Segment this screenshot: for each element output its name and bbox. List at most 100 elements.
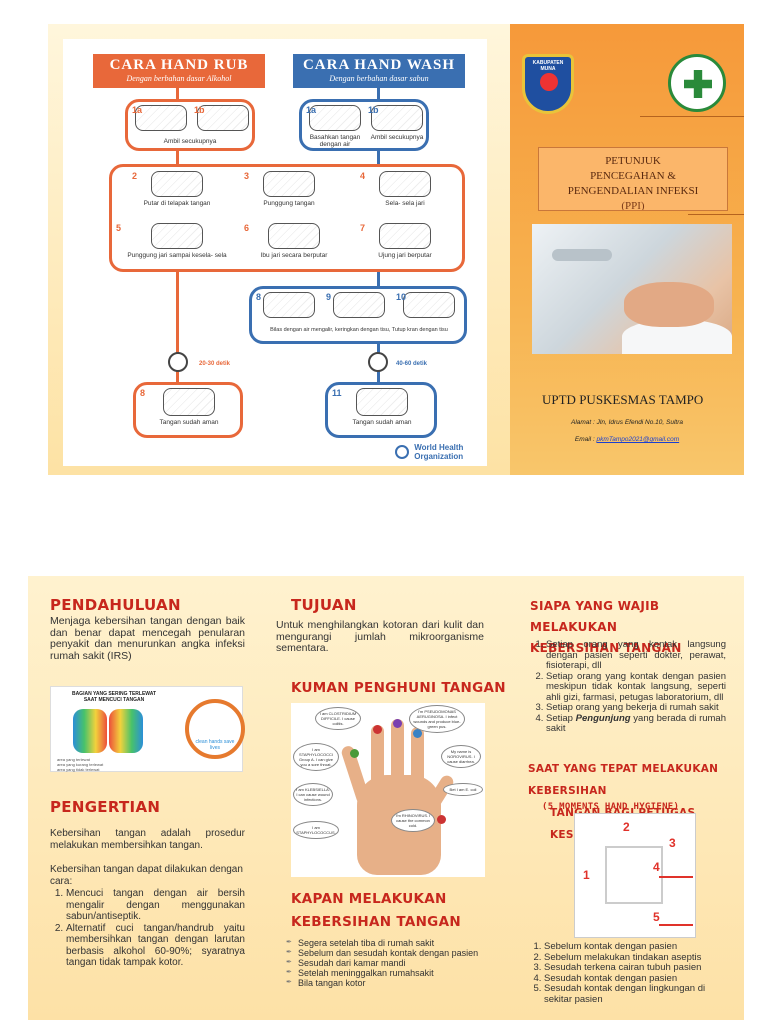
legend-item: area yang tidak terlewat [57,767,100,772]
badge-text: clean hands save lives [195,739,235,751]
hands [624,282,714,327]
hand-back-icon [73,709,107,753]
handwashing-photo [532,224,732,354]
rub-step-1-label: Ambil secukupnya [163,138,217,145]
title-line-4: (PPI) [621,200,645,211]
puskesmas-logo [668,54,726,112]
rub-step-1b: 1b [194,105,252,134]
germ-label: I am KLEBSIELLA. I can cause wound infec… [293,783,333,806]
step-number: 8 [140,388,146,398]
hand-illustration [268,223,320,249]
hand-illustration [151,223,203,249]
germ-label: I'm PSEUDOMONAS AERUGINOSA. I infect wou… [409,705,465,733]
saat-list: Sebelum kontak dengan pasien Sebelum mel… [528,941,728,1005]
moment-number: 2 [623,820,630,834]
tujuan-title: TUJUAN [291,596,357,614]
saat-title-line-1: SAAT YANG TEPAT MELAKUKAN KEBERSIHAN [528,763,719,797]
who-line-2: Organization [414,452,464,461]
list-item: Sesudah dari kamar mandi [286,958,496,968]
germ-label: I am STAPHYLOCOCCI Group A. I can give y… [293,743,339,771]
divider [688,214,744,215]
step-number: 1b [368,105,379,115]
list-item: Setiap orang yang bekerja di rumah sakit [546,702,726,714]
hand-illustration [151,171,203,197]
kabupaten-logo-text: KABUPATEN MUNA [532,60,564,72]
image-legend: area yang terlewat area yang kurang terl… [57,757,103,772]
who-line-1: World Health [414,443,464,452]
globe-icon [395,445,409,459]
step-number: 3 [244,171,250,181]
hand-wash-title: CARA HAND WASH [302,57,456,73]
hand-rub-title: CARA HAND RUB [109,57,249,73]
pengertian-p2: Kebersihan tangan dapat dilakukan dengan… [50,864,243,887]
rinse-caption: Bilas dengan air mengalir, keringkan den… [270,327,448,333]
step-number: 1a [306,105,317,115]
moment-label [659,876,693,878]
wash-step-1-box: 1a Basahkan tangan dengan air 1b Ambil s… [299,99,429,151]
list-item: Setiap orang yang kontak dengan pasien m… [546,671,726,704]
step-9-rinse: 9 [326,292,392,321]
list-item: Setiap orang yang kontak langsung dengan… [546,639,726,672]
pendahuluan-text: Menjaga kebersihan tangan dengan baik da… [50,615,245,662]
rinse-steps-box: 8 9 10 Bilas dengan air mengalir, kering… [249,286,467,344]
email-link[interactable]: pkmTampo2021@gmail.com [596,436,680,443]
step-number: 5 [116,223,122,233]
who-logo: World Health Organization [395,443,463,461]
email-label: Email : [574,436,595,443]
faucet [552,249,612,261]
step-10-rinse: 10 [396,292,462,321]
list-item: Setelah meninggalkan rumahsakit [286,968,496,978]
kuman-title: KUMAN PENGHUNI TANGAN [291,680,506,696]
wash-final-step: 11 Tangan sudah aman [332,388,432,426]
germ-label: Bet I am E. coli [443,783,483,796]
step-label: Basahkan tangan dengan air [309,134,361,148]
moment-number: 1 [583,868,590,882]
hand-illustration [163,388,215,416]
pengertian-list: Mencuci tangan dengan air bersih mengali… [50,888,245,969]
clean-hands-badge: clean hands save lives [185,699,245,759]
step-label: Tangan sudah aman [352,419,412,426]
list-item: Sesudah kontak dengan lingkungan di seki… [544,983,728,1005]
germ-icon [350,749,359,758]
siapa-title-line-1: SIAPA YANG WAJIB MELAKUKAN [530,599,660,634]
step-number: 1a [132,105,143,115]
kapan-title: KAPAN MELAKUKAN KEBERSIHAN TANGAN [291,888,461,934]
step-number: 4 [360,171,366,181]
moment-label [659,924,693,926]
title-line-2: PENCEGAHAN & [590,170,676,182]
step-number: 2 [132,171,138,181]
hand-illustration [263,171,315,197]
rub-final-box: 8 Tangan sudah aman [133,382,243,438]
health-cross-icon [684,70,712,98]
rub-step-1a: 1a [132,105,190,134]
legend-item: area yang terlewat [57,757,90,762]
brochure-inside: PENDAHULUAN Menjaga kebersihan tangan de… [28,576,744,1020]
finger [391,719,404,793]
list-item: Sesudah kontak dengan pasien [544,973,728,985]
rub-step-1-box: 1a 1b Ambil secukupnya [125,99,255,151]
hand-illustration [135,105,187,131]
germ-label: I am STAPHYLOCOCCUS. [293,821,339,839]
step-number: 9 [326,292,332,302]
germ-icon [373,725,382,734]
wash-final-box: 11 Tangan sudah aman [325,382,437,438]
kapan-list: Segera setelah tiba di rumah sakit Sebel… [286,938,496,988]
organization-name: UPTD PUSKESMAS TAMPO [542,392,704,407]
step-5: 5 Punggung jari sampai kesela- sela [116,223,238,259]
moment-number: 5 [653,910,660,924]
who-handwash-poster: CARA HAND RUB Dengan berbahan dasar Alko… [63,39,487,466]
step-7: 7 Ujung jari berputar [360,223,450,259]
step-label: Punggung jari sampai kesela- sela [127,252,227,259]
siapa-title: SIAPA YANG WAJIB MELAKUKAN KEBERSIHAN TA… [530,596,744,659]
germs-on-hand-image: I am CLOSTRIDIUM DIFFICILE. I cause coli… [291,703,485,877]
pengertian-title: PENGERTIAN [50,798,161,816]
germ-label: I'm RHINOVIRUS. I cause the common cold. [391,809,435,832]
wash-step-1b: 1b Ambil secukupnya [368,105,426,141]
hand-illustration [379,223,431,249]
step-8-rinse: 8 [256,292,322,321]
hand-rub-subtitle: Dengan berbahan dasar Alkohol [126,74,232,83]
hand-illustration [333,292,385,318]
image-caption: BAGIAN YANG SERING TERLEWAT SAAT MENCUCI… [71,691,157,703]
brochure-outside: CARA HAND RUB Dengan berbahan dasar Alko… [48,24,744,475]
list-item: Sebelum dan sesudah kontak dengan pasien [286,948,496,958]
